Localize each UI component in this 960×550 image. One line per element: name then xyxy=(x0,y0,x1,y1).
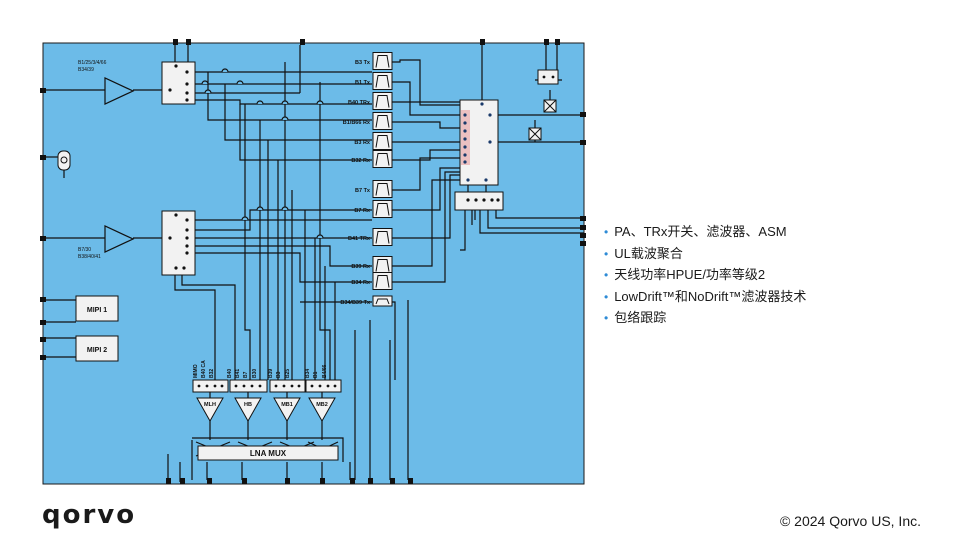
svg-text:B1/B66 Rx: B1/B66 Rx xyxy=(343,120,371,126)
pa-bottom-bands-line1: B7/30 xyxy=(78,247,91,253)
svg-text:B34 Rx: B34 Rx xyxy=(351,280,371,286)
lna-port-label: B30 xyxy=(252,369,258,378)
filter-b3-rx: B3 Rx xyxy=(354,132,393,150)
bottom-pins xyxy=(166,478,413,484)
feature-list: •PA、TRx开关、滤波器、ASM •UL载波聚合 •天线功率HPUE/功率等级… xyxy=(604,221,806,329)
svg-text:B32 Rx: B32 Rx xyxy=(351,158,371,164)
feature-item: •PA、TRx开关、滤波器、ASM xyxy=(604,224,787,239)
filter-b40-trx: B40 TRx xyxy=(348,92,393,110)
block-diagram: B1/25/3/4/66 B34/39 B7/30 B38/40/41 B3 T… xyxy=(40,39,586,485)
lna-mb1: MB1 xyxy=(273,392,301,423)
filter-b1-b66-rx: B1/B66 Rx xyxy=(343,112,393,130)
pa-top-bands-line2: B34/39 xyxy=(78,67,94,73)
lna-port-label: B4/66 xyxy=(322,364,328,378)
lna-mlh: MLH xyxy=(196,392,224,423)
mipi-2-block: MIPI 2 xyxy=(75,335,119,362)
svg-text:MIPI 2: MIPI 2 xyxy=(87,347,107,354)
feature-item: •LowDrift™和NoDrift™滤波器技术 xyxy=(604,288,807,304)
tx-switch-bottom xyxy=(161,210,196,276)
lna-amplifiers: MLH HB MB1 MB2 xyxy=(196,392,336,423)
lna-port-label: B3 xyxy=(276,371,282,378)
lna-port-label: B7 xyxy=(243,371,249,378)
left-pins xyxy=(40,88,46,360)
svg-text:B40 TRx: B40 TRx xyxy=(348,100,371,106)
lna-port-label: B32 xyxy=(209,369,215,378)
svg-text:B3 Rx: B3 Rx xyxy=(354,140,371,146)
diagram-background xyxy=(42,42,585,485)
lna-mux-block: LNA MUX xyxy=(197,445,339,461)
lna-port-label: B41 xyxy=(235,369,241,378)
filter-b1-tx: B1 Tx xyxy=(355,72,393,90)
svg-text:LNA MUX: LNA MUX xyxy=(250,449,287,458)
filter-b34-rx: B34 Rx xyxy=(351,272,393,290)
feature-item: •UL载波聚合 xyxy=(604,245,683,261)
pa-bottom-bands-line2: B38/40/41 xyxy=(78,254,101,260)
svg-text:B39 Rx: B39 Rx xyxy=(351,264,371,270)
lna-mb2: MB2 xyxy=(308,392,336,423)
aux-switch xyxy=(528,69,559,141)
signal-lines xyxy=(46,45,584,482)
svg-text:B1 Tx: B1 Tx xyxy=(355,80,371,86)
feature-item: •天线功率HPUE/功率等级2 xyxy=(604,267,766,282)
tx-switch-top xyxy=(161,61,196,105)
filter-b7-tx: B7 Tx xyxy=(355,180,393,198)
lna-port-label: B40 xyxy=(227,369,233,378)
filter-b34-b39-tx: B34/B39 Tx xyxy=(340,295,393,307)
qorvo-logo: qorvo xyxy=(42,500,137,530)
filter-b3-tx: B3 Tx xyxy=(355,52,393,70)
line-hops xyxy=(201,68,324,239)
pa-top-bands-line1: B1/25/3/4/66 xyxy=(78,60,107,66)
lna-port-label: B1 xyxy=(313,371,319,378)
filter-b7-rx: B7 Rx xyxy=(354,200,393,218)
svg-text:MLH: MLH xyxy=(204,402,216,408)
mipi-1-block: MIPI 1 xyxy=(75,295,119,322)
svg-text:B41 TRx: B41 TRx xyxy=(348,236,371,242)
antenna-switch-module xyxy=(454,99,504,211)
svg-text:HB: HB xyxy=(244,402,252,408)
lna-hb: HB xyxy=(234,392,262,423)
svg-text:B7 Rx: B7 Rx xyxy=(354,208,371,214)
copyright-notice: © 2024 Qorvo US, Inc. xyxy=(779,513,921,529)
power-amplifier-top xyxy=(104,77,135,105)
svg-text:MB1: MB1 xyxy=(281,402,293,408)
svg-text:B7 Tx: B7 Tx xyxy=(355,188,371,194)
coupler-icon xyxy=(57,150,71,171)
svg-text:MIPI 1: MIPI 1 xyxy=(87,307,107,314)
lna-port-label: B34 xyxy=(305,369,311,378)
feature-item: •包络跟踪 xyxy=(604,310,667,325)
lna-port-label: B39 xyxy=(268,369,274,378)
filter-b32-rx: B32 Rx xyxy=(351,150,393,168)
lna-port-label: B40 CA xyxy=(201,360,207,378)
power-amplifier-bottom xyxy=(104,225,135,253)
top-pins xyxy=(173,39,560,45)
filter-b41-trx: B41 TRx xyxy=(348,228,393,246)
svg-text:B3 Tx: B3 Tx xyxy=(355,60,371,66)
lna-port-label: MIMO xyxy=(193,364,199,378)
lna-port-label: B25 xyxy=(285,369,291,378)
svg-text:MB2: MB2 xyxy=(316,402,328,408)
svg-text:B34/B39 Tx: B34/B39 Tx xyxy=(340,300,371,306)
lna-switches xyxy=(192,379,342,393)
